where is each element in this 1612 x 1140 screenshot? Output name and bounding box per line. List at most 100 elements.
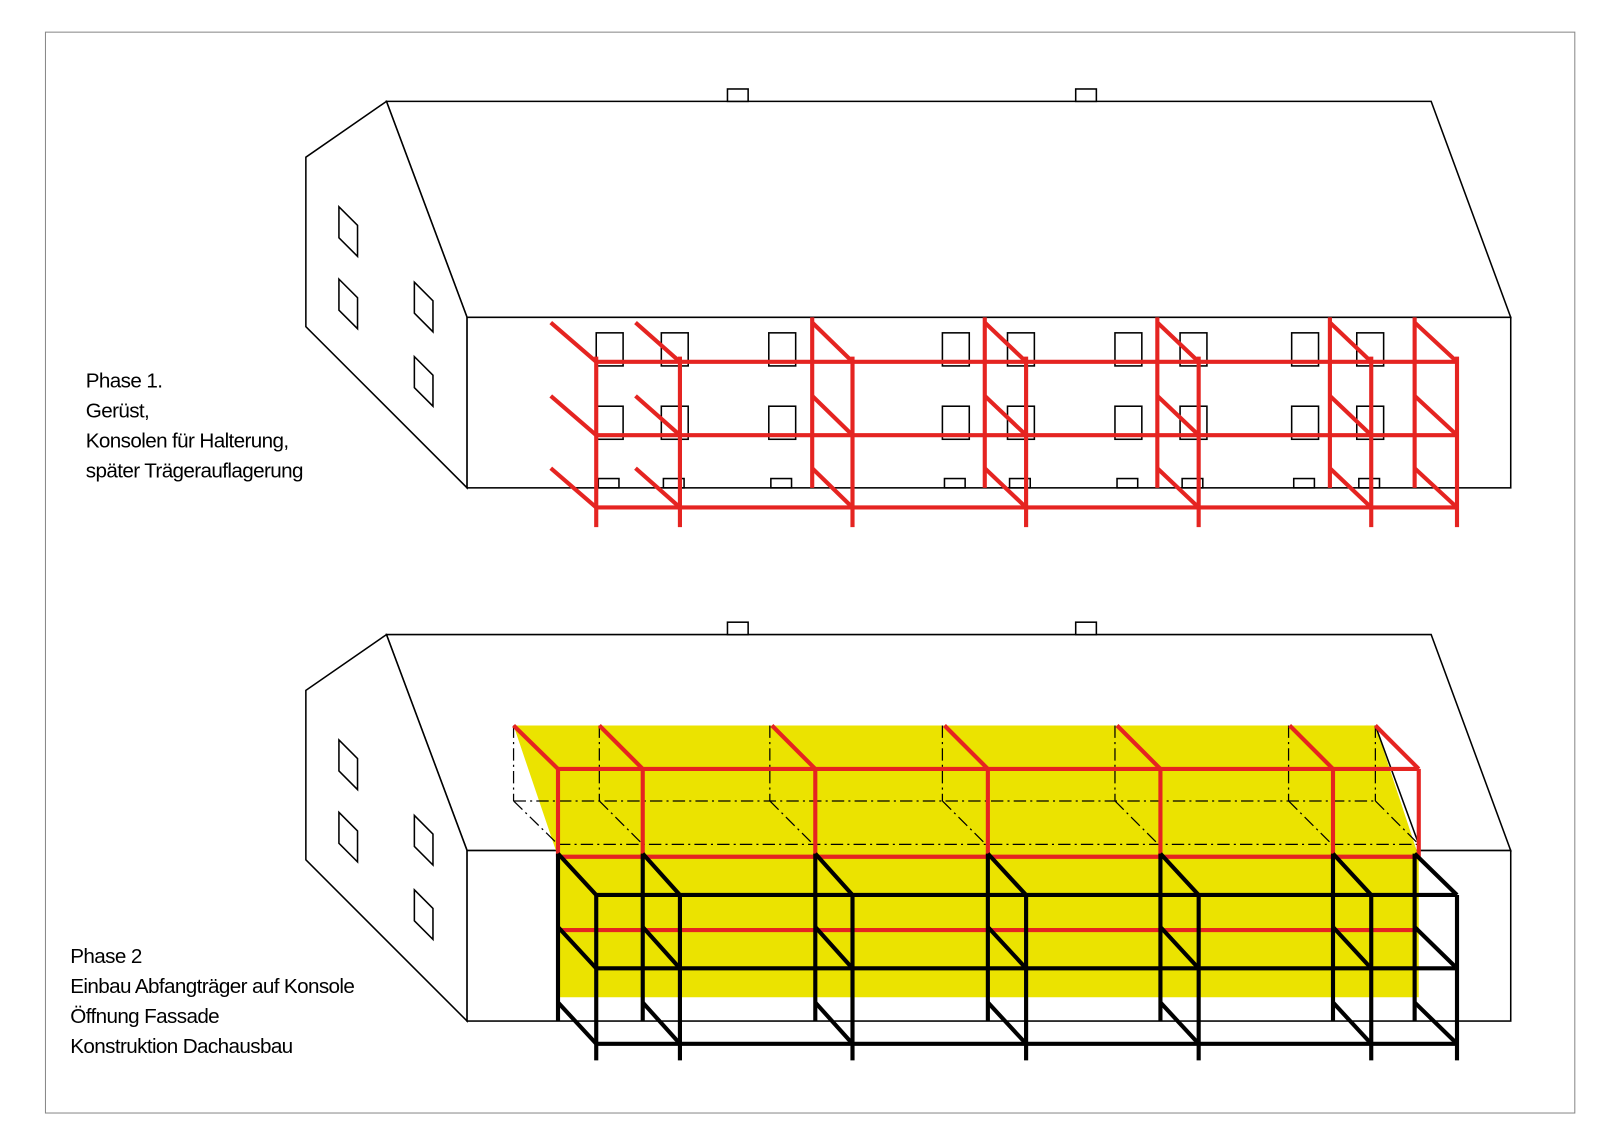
red-scaffold-console bbox=[1413, 394, 1459, 437]
window bbox=[1006, 332, 1036, 367]
gable-window bbox=[338, 810, 359, 864]
window bbox=[1290, 405, 1320, 441]
dashdot-line bbox=[513, 800, 559, 845]
gable-window bbox=[413, 887, 434, 942]
black-scaffold-console bbox=[986, 925, 1028, 970]
red-scaffold-console bbox=[810, 394, 854, 437]
window bbox=[768, 332, 797, 367]
roof-slope-line bbox=[1374, 725, 1420, 845]
dashdot-line bbox=[941, 800, 987, 845]
window bbox=[1008, 477, 1032, 489]
black-scaffold-console bbox=[641, 852, 682, 897]
gable-window bbox=[338, 204, 359, 259]
phase-2-label: Phase 2 Einbau Abfangträger auf Konsole … bbox=[70, 945, 355, 1058]
dashdot-line bbox=[1114, 800, 1159, 845]
red-scaffold-console bbox=[634, 394, 682, 437]
red-rafter bbox=[597, 724, 645, 771]
gable-window bbox=[413, 813, 434, 867]
dashdot-line bbox=[1288, 800, 1333, 845]
black-scaffold-console bbox=[1413, 852, 1459, 897]
window bbox=[1114, 332, 1143, 367]
black-scaffold-console bbox=[1331, 925, 1373, 970]
window bbox=[1006, 405, 1036, 441]
red-scaffold-console bbox=[634, 466, 682, 510]
black-scaffold-console bbox=[556, 852, 598, 897]
red-scaffold-console bbox=[634, 320, 682, 364]
phase-2-line: Konstruktion Dachausbau bbox=[70, 1035, 292, 1058]
red-rafter bbox=[770, 724, 817, 771]
black-scaffold-console bbox=[986, 1001, 1028, 1046]
red-rafter bbox=[943, 724, 990, 771]
red-scaffold-console bbox=[1155, 394, 1201, 437]
red-rafter bbox=[1115, 724, 1162, 771]
red-scaffold-console bbox=[1328, 321, 1373, 364]
phase-2-title: Phase 2 bbox=[70, 945, 142, 968]
red-rafter bbox=[1288, 724, 1335, 771]
dashdot-line bbox=[769, 800, 814, 845]
window bbox=[1116, 477, 1139, 489]
red-scaffold-console bbox=[549, 466, 598, 510]
black-scaffold-console bbox=[556, 1001, 598, 1046]
gable-window bbox=[338, 738, 359, 792]
gable-window bbox=[413, 354, 434, 409]
window bbox=[1179, 332, 1208, 367]
sheet-frame bbox=[44, 31, 1576, 1114]
window bbox=[1181, 477, 1204, 489]
red-scaffold-console bbox=[1155, 321, 1201, 364]
window bbox=[770, 477, 793, 489]
chimney bbox=[1074, 88, 1098, 103]
black-scaffold-console bbox=[986, 852, 1028, 897]
black-scaffold-console bbox=[1331, 1001, 1373, 1046]
black-scaffold-console bbox=[641, 1001, 682, 1046]
red-scaffold-console bbox=[810, 466, 854, 509]
dashdot-line bbox=[598, 800, 644, 845]
gable-window bbox=[338, 277, 359, 331]
black-scaffold-console bbox=[1158, 852, 1201, 897]
window bbox=[1290, 332, 1320, 367]
black-scaffold-console bbox=[1413, 1000, 1459, 1046]
black-scaffold-console bbox=[1158, 1001, 1201, 1046]
window bbox=[595, 332, 624, 367]
red-scaffold-console bbox=[1413, 466, 1459, 509]
phase-1-line: später Trägerauflagerung bbox=[86, 460, 303, 483]
red-scaffold-console bbox=[1328, 394, 1373, 437]
window bbox=[1292, 477, 1316, 489]
red-scaffold-console bbox=[983, 394, 1028, 437]
red-scaffold-console bbox=[983, 466, 1028, 509]
window bbox=[662, 477, 685, 489]
black-scaffold-console bbox=[813, 852, 855, 897]
black-scaffold-console bbox=[1331, 852, 1373, 897]
roof bbox=[385, 100, 1512, 319]
window bbox=[768, 405, 797, 441]
black-scaffold-console bbox=[556, 925, 598, 970]
scaffold-phase-2 bbox=[512, 724, 1460, 1061]
red-rafter bbox=[512, 724, 560, 771]
phase-2-line: Einbau Abfangträger auf Konsole bbox=[70, 975, 354, 998]
scaffold-phase-1 bbox=[549, 317, 1460, 528]
window bbox=[941, 405, 971, 441]
phase-1-label: Phase 1. Gerüst, Konsolen für Halterung,… bbox=[86, 370, 304, 483]
window bbox=[1114, 405, 1143, 441]
red-scaffold-console bbox=[983, 321, 1028, 364]
black-scaffold-console bbox=[1158, 925, 1201, 970]
black-scaffold-console bbox=[641, 925, 682, 970]
phase-1-line: Konsolen für Halterung, bbox=[86, 430, 289, 453]
black-scaffold-console bbox=[813, 1001, 855, 1046]
window bbox=[660, 405, 689, 441]
red-scaffold-console bbox=[1413, 321, 1459, 364]
red-scaffold-console bbox=[1328, 466, 1373, 509]
window bbox=[1179, 405, 1208, 441]
red-scaffold-console bbox=[549, 394, 598, 437]
phase-1-title: Phase 1. bbox=[86, 370, 163, 393]
dashdot-line bbox=[1374, 800, 1420, 845]
gable-window bbox=[413, 280, 434, 334]
gable-wall bbox=[305, 633, 468, 1023]
red-scaffold-console bbox=[1155, 466, 1201, 509]
black-scaffold-console bbox=[813, 925, 855, 970]
chimney bbox=[726, 88, 749, 103]
red-rafter bbox=[1373, 724, 1421, 771]
phase-1-line: Gerüst, bbox=[86, 400, 149, 423]
window bbox=[660, 332, 689, 367]
red-scaffold-console bbox=[549, 320, 598, 364]
